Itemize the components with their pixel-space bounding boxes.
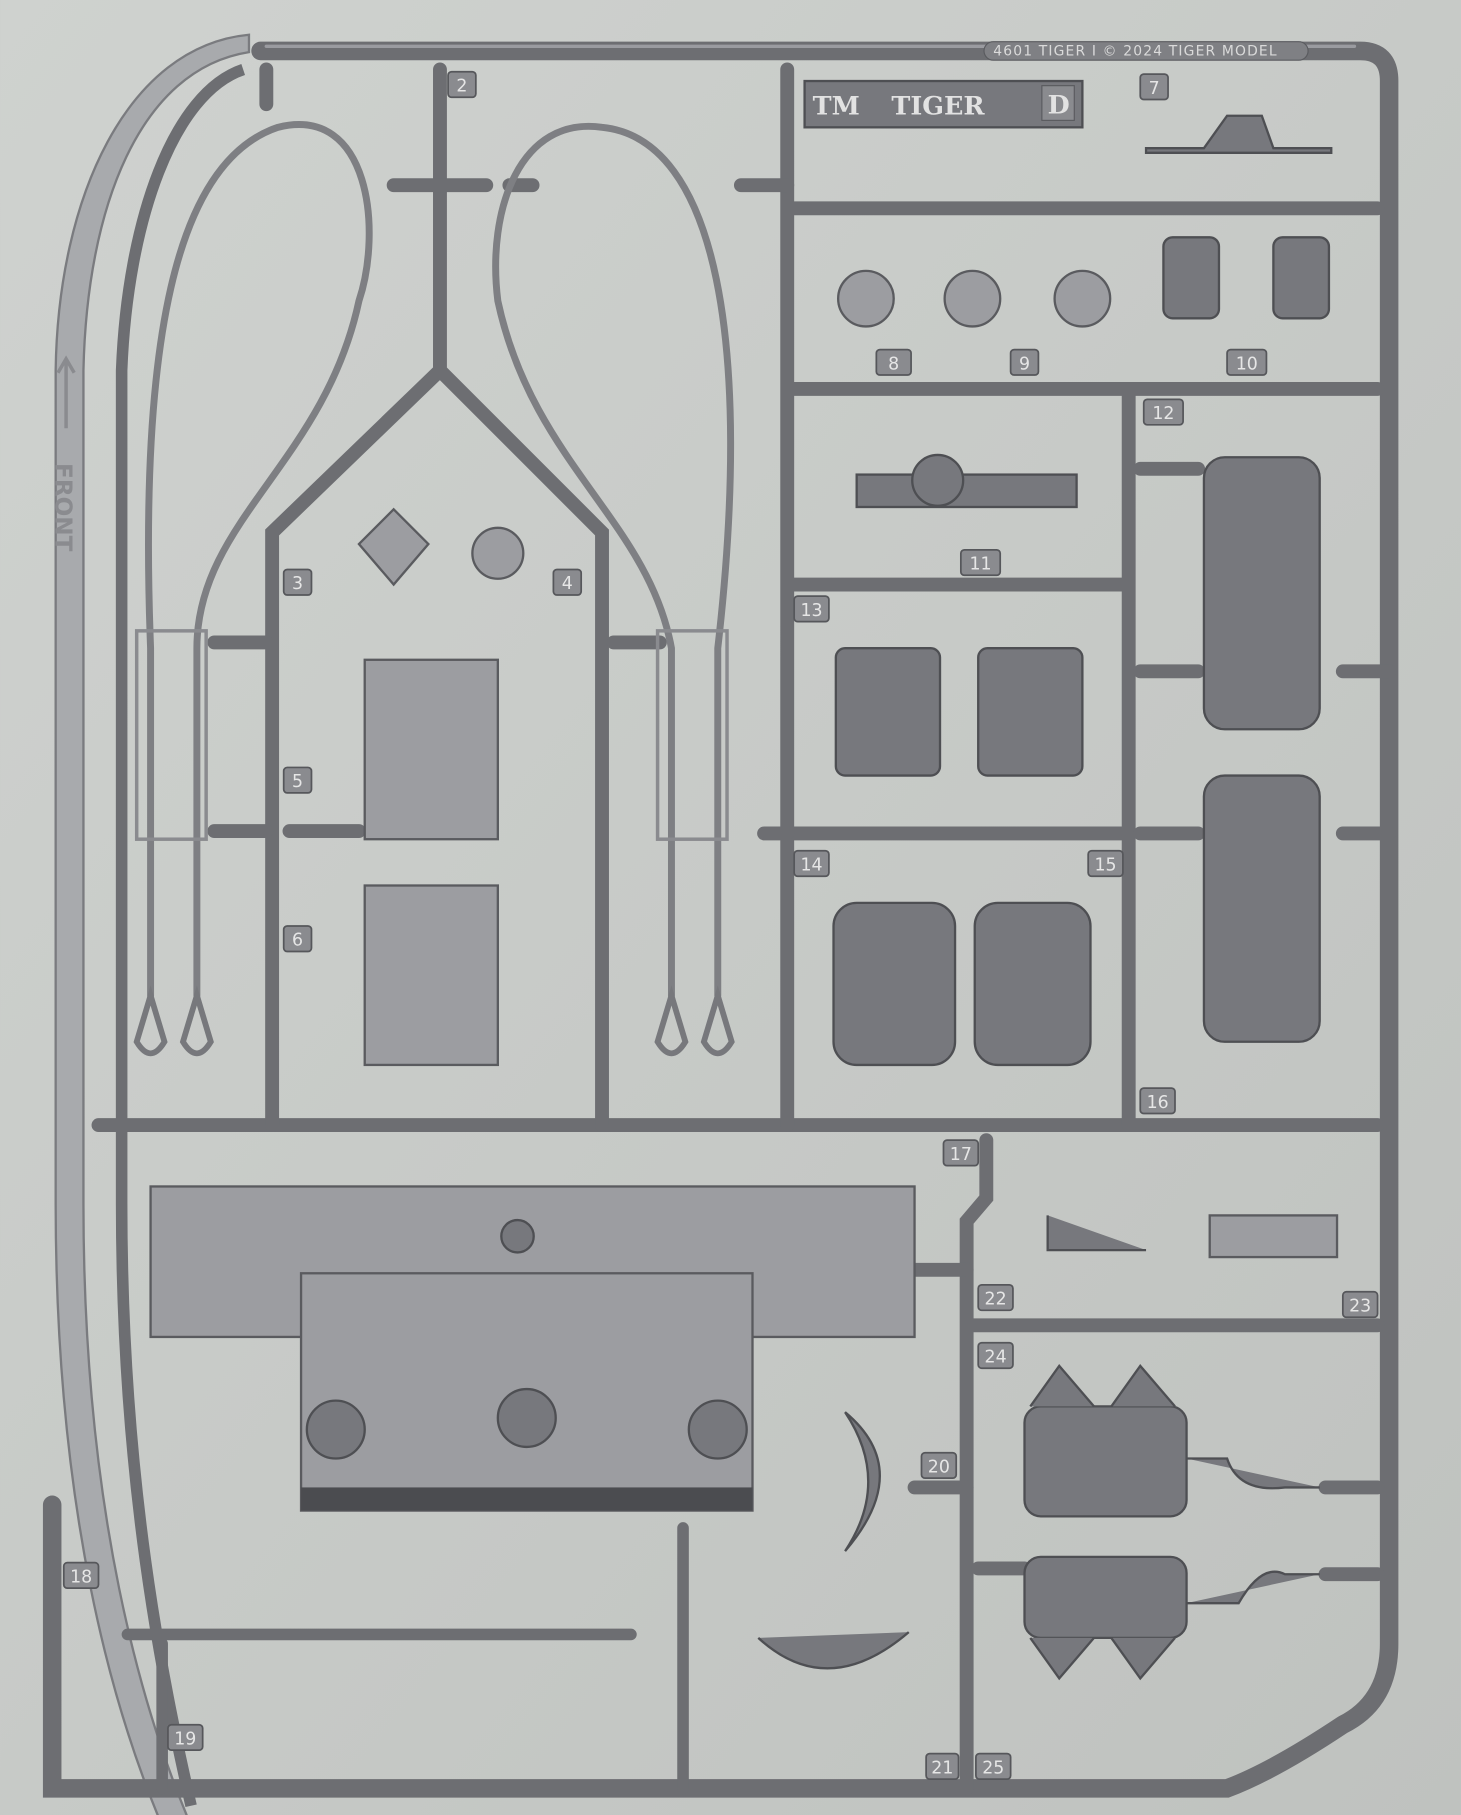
svg-text:10: 10 <box>1236 354 1258 374</box>
svg-text:22: 22 <box>985 1290 1007 1310</box>
svg-text:6: 6 <box>292 931 303 951</box>
brand-logo: TM <box>813 92 860 122</box>
part-tag-24: 24 <box>977 1341 1014 1370</box>
part-tag-19: 19 <box>167 1723 204 1752</box>
svg-text:18: 18 <box>70 1567 92 1587</box>
part-tag-20: 20 <box>920 1451 958 1480</box>
svg-text:14: 14 <box>800 855 822 875</box>
part-tag-14: 14 <box>793 849 830 878</box>
round-cap-part <box>471 526 525 580</box>
svg-text:24: 24 <box>985 1347 1007 1367</box>
bracket-part-7 <box>1144 114 1333 154</box>
storage-box-part-6 <box>363 884 499 1067</box>
svg-text:8: 8 <box>888 354 899 374</box>
part-tag-18: 18 <box>62 1561 100 1589</box>
svg-text:25: 25 <box>982 1758 1004 1778</box>
part-tag-12: 12 <box>1142 398 1184 426</box>
part-tag-22: 22 <box>977 1283 1014 1312</box>
front-label: FRONT <box>50 463 76 552</box>
svg-text:2: 2 <box>456 76 467 96</box>
brand-plate <box>803 79 1084 129</box>
svg-text:21: 21 <box>931 1758 953 1778</box>
part-tag-17: 17 <box>942 1139 980 1167</box>
sprue-parts <box>149 79 1339 1681</box>
part-tag-2: 2 <box>447 70 477 99</box>
part-tag-15: 15 <box>1087 849 1124 878</box>
svg-text:13: 13 <box>800 601 822 621</box>
sprue-letter: D <box>1048 90 1070 120</box>
part-number-tags: 2 3 4 5 6 7 8 9 10 11 12 13 14 15 16 17 … <box>62 70 1379 1780</box>
part-tag-5: 5 <box>282 766 313 794</box>
svg-text:12: 12 <box>1152 404 1174 424</box>
part-tag-4: 4 <box>552 568 583 596</box>
part-tag-25: 25 <box>975 1752 1012 1780</box>
part-tag-16: 16 <box>1139 1087 1176 1115</box>
part-tag-10: 10 <box>1226 348 1268 376</box>
arrow-up-icon <box>56 355 76 429</box>
svg-text:11: 11 <box>969 555 991 575</box>
svg-text:9: 9 <box>1019 354 1030 374</box>
tank-part-12 <box>1202 456 1321 731</box>
svg-text:3: 3 <box>292 574 303 594</box>
svg-text:17: 17 <box>950 1145 972 1165</box>
part-tag-23: 23 <box>1341 1290 1379 1319</box>
svg-text:15: 15 <box>1094 855 1116 875</box>
svg-text:20: 20 <box>928 1457 950 1477</box>
svg-text:19: 19 <box>174 1729 196 1749</box>
svg-text:23: 23 <box>1349 1296 1371 1316</box>
part-tag-9: 9 <box>1009 348 1040 376</box>
part-tag-13: 13 <box>793 595 830 623</box>
part-tag-8: 8 <box>875 348 912 376</box>
part-tag-21: 21 <box>925 1752 960 1780</box>
sprue-letter-box <box>1041 85 1075 121</box>
svg-text:5: 5 <box>292 772 303 792</box>
svg-text:4: 4 <box>562 574 573 594</box>
svg-text:16: 16 <box>1147 1093 1169 1113</box>
axle-part-11 <box>855 473 1078 509</box>
tow-cables <box>133 121 735 1057</box>
copyright-plate <box>983 41 1309 61</box>
brand-name: TIGER <box>891 92 985 122</box>
part-tag-7: 7 <box>1139 73 1169 101</box>
part-tag-11: 11 <box>959 548 1002 577</box>
svg-text:7: 7 <box>1149 79 1160 99</box>
runner-frame <box>42 41 1399 1798</box>
hatch-plate-part <box>357 507 430 587</box>
part-tag-3: 3 <box>282 568 313 596</box>
storage-box-part-5 <box>363 658 499 841</box>
copyright-text: 4601 TIGER I © 2024 TIGER MODEL <box>993 44 1277 60</box>
part-tag-6: 6 <box>282 925 313 953</box>
